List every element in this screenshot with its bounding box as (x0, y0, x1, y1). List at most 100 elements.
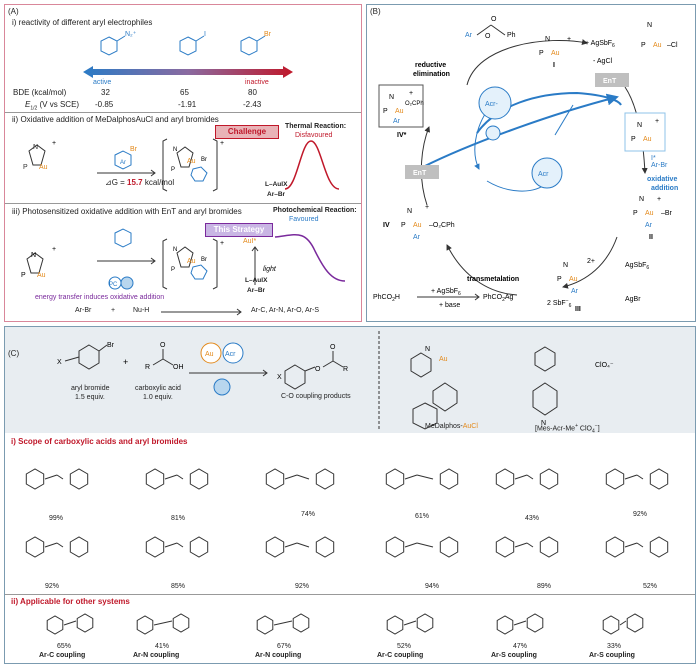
ring (25, 468, 45, 490)
ring (386, 615, 404, 635)
bond (164, 474, 178, 480)
ring (145, 536, 165, 558)
svg-text:I*: I* (651, 155, 656, 162)
bde-value-3: 80 (248, 88, 257, 97)
svg-text:O₂CPh: O₂CPh (405, 101, 424, 107)
svg-text:- AgCl: - AgCl (593, 58, 613, 65)
section-ii-title: ii) Oxidative addition of MeDalphosAuCl … (12, 115, 219, 124)
yield-r3-2: 41% (155, 643, 170, 650)
yield-r1-4: 61% (415, 513, 430, 520)
svg-text:PhCO2Ag: PhCO2Ag (483, 294, 514, 303)
panel-a-label: (A) (8, 7, 19, 16)
bond (176, 542, 184, 548)
bond (44, 474, 58, 480)
svg-text:Br: Br (201, 157, 207, 163)
panel-a: (A) i) reactivity of different aryl elec… (4, 4, 362, 322)
svg-text:transmetalation: transmetalation (467, 276, 519, 283)
bond (636, 474, 644, 480)
yield-r2-3: 92% (295, 583, 310, 590)
svg-text:+ base: + base (439, 302, 460, 309)
svg-text:ClO₄⁻: ClO₄⁻ (595, 362, 614, 369)
bond (56, 542, 64, 548)
svg-text:P: P (631, 136, 636, 143)
svg-text:Acr: Acr (225, 351, 236, 358)
ring (172, 613, 190, 633)
svg-text:N: N (173, 247, 177, 253)
ring (605, 536, 625, 558)
e-row-label: E1/2 (V vs SCE) (25, 100, 80, 112)
section-i-title: i) reactivity of different aryl electrop… (12, 18, 153, 27)
bond (63, 620, 77, 626)
catalyst2-label: [Mes-Acr-Me+ ClO4−] (535, 423, 600, 435)
ring (539, 536, 559, 558)
yield-r1-6: 92% (633, 511, 648, 518)
inactive-label: inactive (245, 79, 269, 86)
ring (315, 468, 335, 490)
svg-text:+: + (52, 246, 56, 253)
svg-text:+: + (425, 204, 429, 211)
ring (136, 615, 154, 635)
bond (284, 542, 298, 548)
ring (69, 468, 89, 490)
svg-text:Ar: Ar (393, 118, 401, 125)
ring (626, 613, 644, 633)
ring (76, 613, 94, 633)
bond (403, 620, 417, 626)
svg-text:AgBr: AgBr (625, 296, 641, 303)
svg-text:reductive: reductive (415, 62, 446, 69)
bottom-arbr: Ar-Br (75, 307, 92, 314)
ring (495, 536, 515, 558)
scope-title: i) Scope of carboxylic acids and aryl br… (11, 437, 188, 446)
svg-text:Acr-: Acr- (485, 101, 499, 108)
svg-text:Au: Au (569, 276, 578, 283)
ring (315, 536, 335, 558)
bond (619, 620, 627, 626)
bottom-arrow (161, 308, 242, 316)
disfavoured-label: Disfavoured (295, 132, 333, 139)
svg-text:Br: Br (107, 342, 115, 349)
favoured-label: Favoured (289, 216, 319, 223)
svg-text:P: P (401, 222, 406, 229)
ent-note: energy transfer induces oxidative additi… (35, 294, 165, 301)
svg-text:III: III (575, 306, 581, 313)
svg-text:N: N (563, 262, 568, 269)
svg-text:addition: addition (651, 185, 678, 192)
panel-c-label: (C) (8, 349, 20, 358)
ring (539, 468, 559, 490)
bond (526, 474, 534, 480)
svg-text:2 SbF−6: 2 SbF−6 (547, 298, 572, 309)
bottom-products: Ar-C, Ar-N, Ar-O, Ar-S (251, 307, 320, 314)
product-label: C-O coupling products (281, 393, 351, 400)
svg-text:Au: Au (39, 164, 48, 171)
svg-text:Br: Br (201, 257, 207, 263)
svg-text:Au: Au (187, 258, 196, 265)
bond (526, 542, 534, 548)
svg-text:+: + (409, 90, 413, 97)
type-r3-4: Ar-C coupling (377, 652, 424, 659)
bond (284, 474, 298, 480)
scope-structures (25, 468, 669, 558)
ring (385, 468, 405, 490)
svg-text:X: X (57, 359, 62, 366)
svg-text:O: O (315, 366, 321, 373)
bond (273, 620, 293, 626)
l-au-x-label-iii: L–AuIX (245, 277, 268, 284)
svg-text:P: P (171, 167, 175, 173)
yield-r1-2: 81% (171, 515, 186, 522)
yield-r2-6: 52% (643, 583, 658, 590)
bond (164, 542, 178, 548)
svg-text:+: + (52, 140, 56, 147)
acid-label: carboxylic acid (135, 385, 181, 392)
bond (153, 620, 173, 626)
svg-text:Ar: Ar (571, 288, 579, 295)
svg-text:N: N (31, 252, 36, 259)
ring (189, 536, 209, 558)
svg-text:P: P (171, 267, 175, 273)
ar-br-label-ii: Ar–Br (267, 191, 286, 198)
yield-r2-5: 89% (537, 583, 552, 590)
bde-row-label: BDE (kcal/mol) (13, 88, 67, 97)
svg-text:P: P (21, 272, 26, 279)
svg-text:IV: IV (383, 222, 390, 229)
ring (495, 468, 515, 490)
delta-g-text: ⊿G = 15.7 kcal/mol (105, 178, 175, 187)
